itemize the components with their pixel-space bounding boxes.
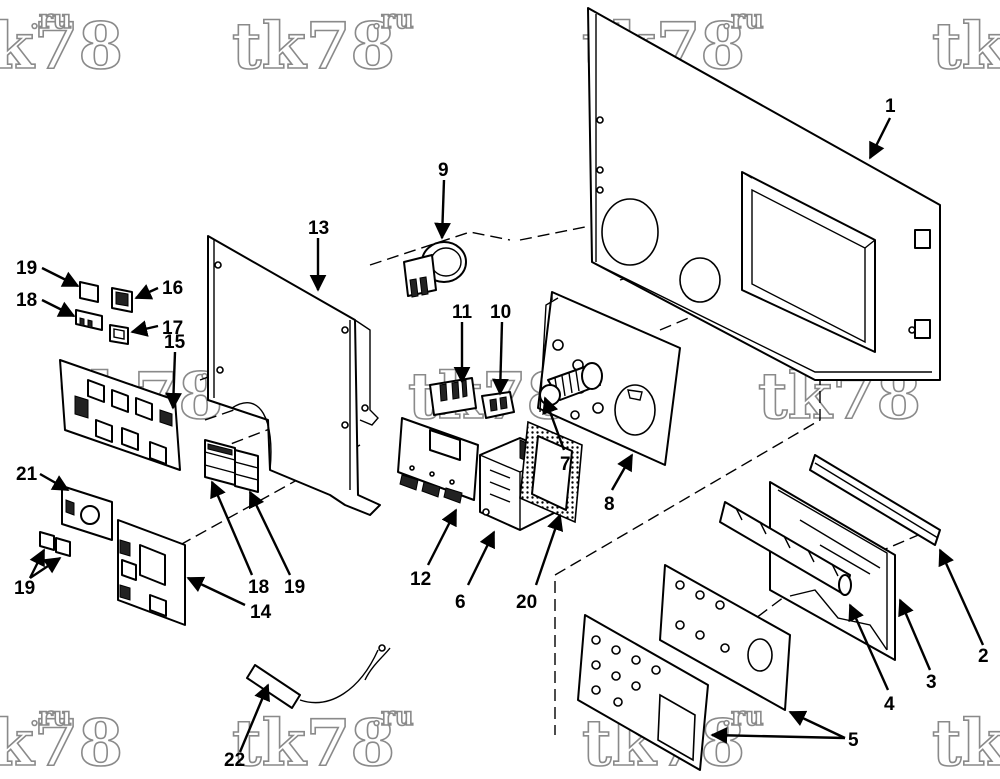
callout-labels: 1 2 3 4 5 6 7 8 9 10 11 12 13 14 15 16 1… [14,96,989,771]
watermark-brand: tk78 [932,706,1000,774]
part-8-mounting-bezel [537,291,681,466]
part-18-socket-top [75,309,103,331]
callout-13: 13 [308,218,329,239]
callout-22: 22 [224,750,245,771]
part-13-mounting-bracket [207,235,381,516]
callout-18-bottom: 18 [248,577,269,598]
watermark-top-far-right: tk78 [931,8,1000,85]
part-21-sensor-board [61,485,113,541]
callout-2: 2 [978,646,989,667]
part-19-relays [234,449,259,493]
part-4-hinge [719,501,852,596]
watermark-suffix: .ru [722,702,764,732]
callout-4: 4 [884,694,895,715]
part-1-main-panel [587,7,941,381]
callout-7: 7 [560,454,571,475]
part-18-relay-sockets [204,439,236,486]
part-9-round-switch [403,241,467,298]
callout-8: 8 [604,494,615,515]
watermark-suffix: .ru [30,702,72,732]
watermark-brand: tk78 [0,9,123,84]
watermark-bottom-center: tk78 .ru [231,701,414,779]
callout-16: 16 [162,278,183,299]
callout-21: 21 [16,464,38,485]
callout-18-top: 18 [16,290,37,311]
watermark-suffix: .ru [372,702,414,732]
part-5-perforated-plate-back [659,564,791,711]
part-5-perforated-plate-front [577,614,709,771]
callout-1: 1 [885,96,896,117]
callout-15: 15 [164,332,186,353]
part-14-relay-board [117,519,186,626]
watermark-brand: tk78 [232,9,395,84]
part-19-relay-top [79,281,99,303]
callout-20: 20 [516,592,537,613]
part-10-connector [481,391,515,419]
callout-10: 10 [490,302,511,323]
watermark-bottom-far-right: tk78 [931,705,1000,779]
watermark-brand: tk78 [932,9,1000,84]
part-20-gasket [519,420,583,524]
callout-19-bottom: 19 [14,578,35,599]
part-16-switch [111,287,133,313]
callout-9: 9 [438,160,449,181]
part-15-relay-board [59,359,181,471]
watermark-brand: tk78 [0,706,123,774]
watermark-suffix: .ru [372,5,414,35]
part-12-control-board [397,417,479,504]
callout-14: 14 [250,602,272,623]
callout-6: 6 [455,592,466,613]
callout-12: 12 [410,569,431,590]
part-2-trim-strip [809,454,941,546]
watermark-suffix: .ru [722,5,764,35]
callout-19-top: 19 [16,258,37,279]
callout-3: 3 [926,672,937,693]
leader-lines [28,117,985,753]
watermark-top-left: tk78 .ru [0,4,124,85]
part-22-temperature-probe [246,644,391,709]
watermark-bottom-left: tk78 .ru [0,701,124,779]
callout-19-middle: 19 [284,577,305,598]
watermark-suffix: .ru [30,5,72,35]
callout-11: 11 [452,302,473,323]
part-19-relays-lower [39,531,71,557]
part-11-terminal-block [429,377,477,416]
callout-17: 17 [162,318,183,339]
watermark-top-center: tk78 .ru [231,4,414,85]
callout-5: 5 [848,730,859,751]
part-17-button-cap [109,324,129,345]
watermark-brand: tk78 [232,706,395,774]
